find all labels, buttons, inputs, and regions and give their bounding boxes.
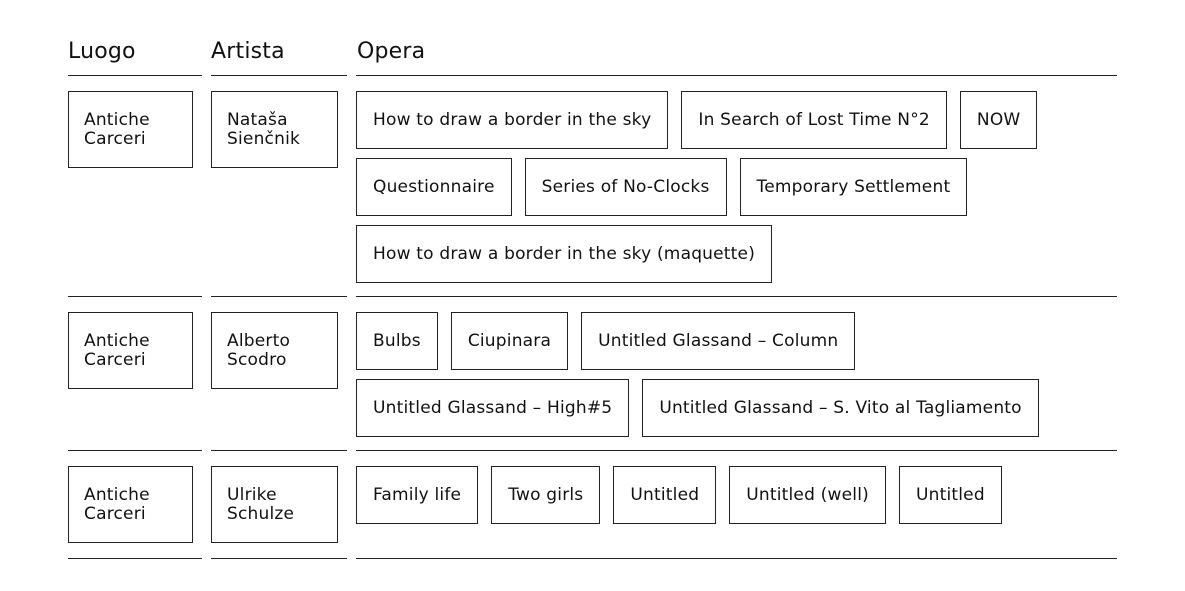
row-divider [68, 296, 202, 297]
work-tag[interactable]: NOW [959, 91, 1038, 149]
artist-first-name: Nataša [227, 110, 288, 130]
artist-last-name: Sienčnik [227, 129, 301, 149]
location-line: Antiche [84, 485, 150, 505]
row-divider [211, 558, 347, 559]
row-divider [211, 450, 347, 451]
location-cell[interactable]: Antiche Carceri [68, 91, 193, 168]
artist-first-name: Alberto [227, 331, 291, 351]
work-tag[interactable]: Untitled Glassand – S. Vito al Tagliamen… [642, 379, 1039, 437]
column-header-luogo: Luogo [68, 39, 136, 64]
row-divider [356, 558, 1117, 559]
artist-last-name: Scodro [227, 350, 287, 370]
header-divider-artista [211, 75, 347, 76]
row-divider [68, 450, 202, 451]
location-line: Antiche [84, 110, 150, 130]
artist-cell[interactable]: Nataša Sienčnik [211, 91, 338, 168]
work-tag[interactable]: How to draw a border in the sky [356, 91, 669, 149]
work-tag[interactable]: Two girls [491, 466, 601, 524]
works-list: Family life Two girls Untitled Untitled … [356, 466, 1117, 524]
work-tag[interactable]: Untitled [898, 466, 1002, 524]
artist-cell[interactable]: Ulrike Schulze [211, 466, 338, 543]
location-line: Carceri [84, 129, 146, 149]
work-tag[interactable]: Bulbs [356, 312, 438, 370]
work-tag[interactable]: Untitled (well) [729, 466, 886, 524]
artist-last-name: Schulze [227, 504, 295, 524]
work-tag[interactable]: Series of No-Clocks [524, 158, 727, 216]
column-header-opera: Opera [357, 39, 426, 64]
work-tag[interactable]: Ciupinara [450, 312, 569, 370]
works-list: How to draw a border in the sky In Searc… [356, 91, 1117, 283]
work-tag[interactable]: How to draw a border in the sky (maquett… [356, 225, 773, 283]
works-list: Bulbs Ciupinara Untitled Glassand – Colu… [356, 312, 1117, 437]
column-header-artista: Artista [211, 39, 285, 64]
row-divider [356, 296, 1117, 297]
artist-cell[interactable]: Alberto Scodro [211, 312, 338, 389]
work-tag[interactable]: Untitled Glassand – Column [581, 312, 856, 370]
row-divider [211, 296, 347, 297]
work-tag[interactable]: Temporary Settlement [739, 158, 968, 216]
work-tag[interactable]: Family life [356, 466, 479, 524]
location-line: Carceri [84, 504, 146, 524]
work-tag[interactable]: Untitled Glassand – High#5 [356, 379, 630, 437]
location-cell[interactable]: Antiche Carceri [68, 312, 193, 389]
work-tag[interactable]: Untitled [613, 466, 717, 524]
artist-first-name: Ulrike [227, 485, 277, 505]
location-line: Antiche [84, 331, 150, 351]
work-tag[interactable]: In Search of Lost Time N°2 [681, 91, 947, 149]
header-divider-opera [356, 75, 1117, 76]
work-tag[interactable]: Questionnaire [356, 158, 512, 216]
header-divider-luogo [68, 75, 202, 76]
row-divider [356, 450, 1117, 451]
row-divider [68, 558, 202, 559]
location-line: Carceri [84, 350, 146, 370]
location-cell[interactable]: Antiche Carceri [68, 466, 193, 543]
